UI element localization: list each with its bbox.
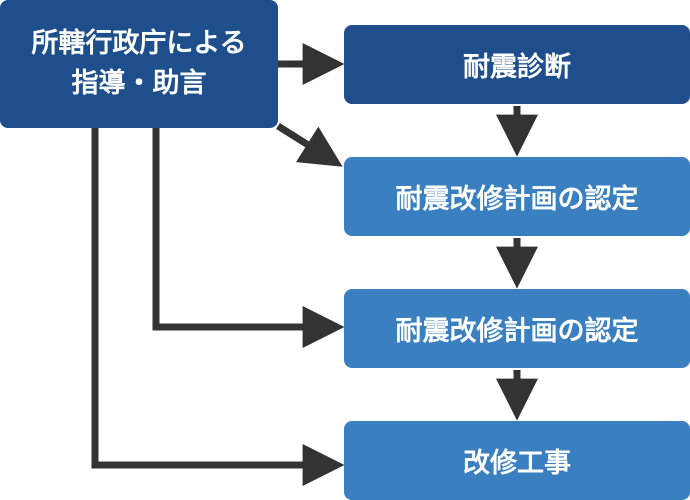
source-line-1: 所轄行政庁による: [31, 28, 247, 59]
step-box-renovation-work: 改修工事: [344, 421, 690, 500]
step-label-renovation-work: 改修工事: [463, 448, 571, 479]
step-box-diagnosis: 耐震診断: [344, 25, 690, 104]
step-label-plan-certification-1: 耐震改修計画の認定: [395, 184, 639, 215]
step-box-plan-certification-2: 耐震改修計画の認定: [344, 289, 690, 368]
arrow-source-to-plan-2: [152, 128, 345, 348]
source-box: 所轄行政庁による 指導・助言: [0, 0, 278, 128]
step-box-plan-certification-1: 耐震改修計画の認定: [344, 157, 690, 236]
source-line-2: 指導・助言: [71, 68, 207, 99]
step-label-plan-certification-2: 耐震改修計画の認定: [395, 316, 639, 347]
arrow-source-to-plan-1: [276, 123, 343, 167]
step-label-diagnosis: 耐震診断: [463, 52, 571, 83]
arrow-source-to-work: [91, 128, 345, 486]
